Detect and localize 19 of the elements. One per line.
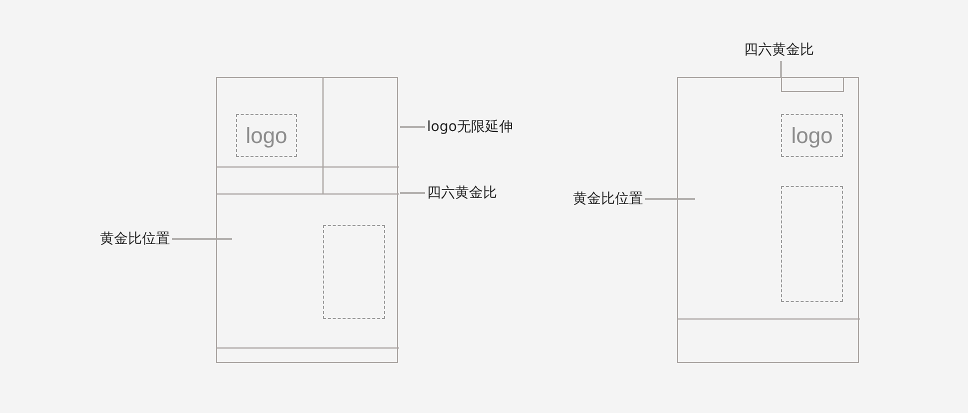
leader-line	[780, 61, 782, 77]
leader-line	[400, 126, 425, 128]
leader-line	[400, 192, 425, 194]
golden-ratio-box	[781, 77, 844, 92]
layout-panel	[216, 77, 398, 363]
callout-label: logo无限延伸	[427, 118, 513, 136]
leader-line	[645, 198, 695, 200]
placeholder-text: logo	[246, 122, 288, 148]
callout-label: 黄金比位置	[100, 230, 170, 248]
callout-label: 四六黄金比	[744, 41, 814, 59]
layout-panel	[677, 77, 859, 363]
leader-line	[172, 238, 232, 240]
placeholder-text: logo	[791, 122, 833, 148]
placeholder-box	[323, 225, 385, 319]
dashed-frame	[236, 114, 297, 157]
dashed-frame	[781, 114, 843, 157]
callout-label: 黄金比位置	[573, 190, 643, 208]
placeholder-box	[781, 186, 843, 302]
callout-label: 四六黄金比	[427, 184, 497, 202]
